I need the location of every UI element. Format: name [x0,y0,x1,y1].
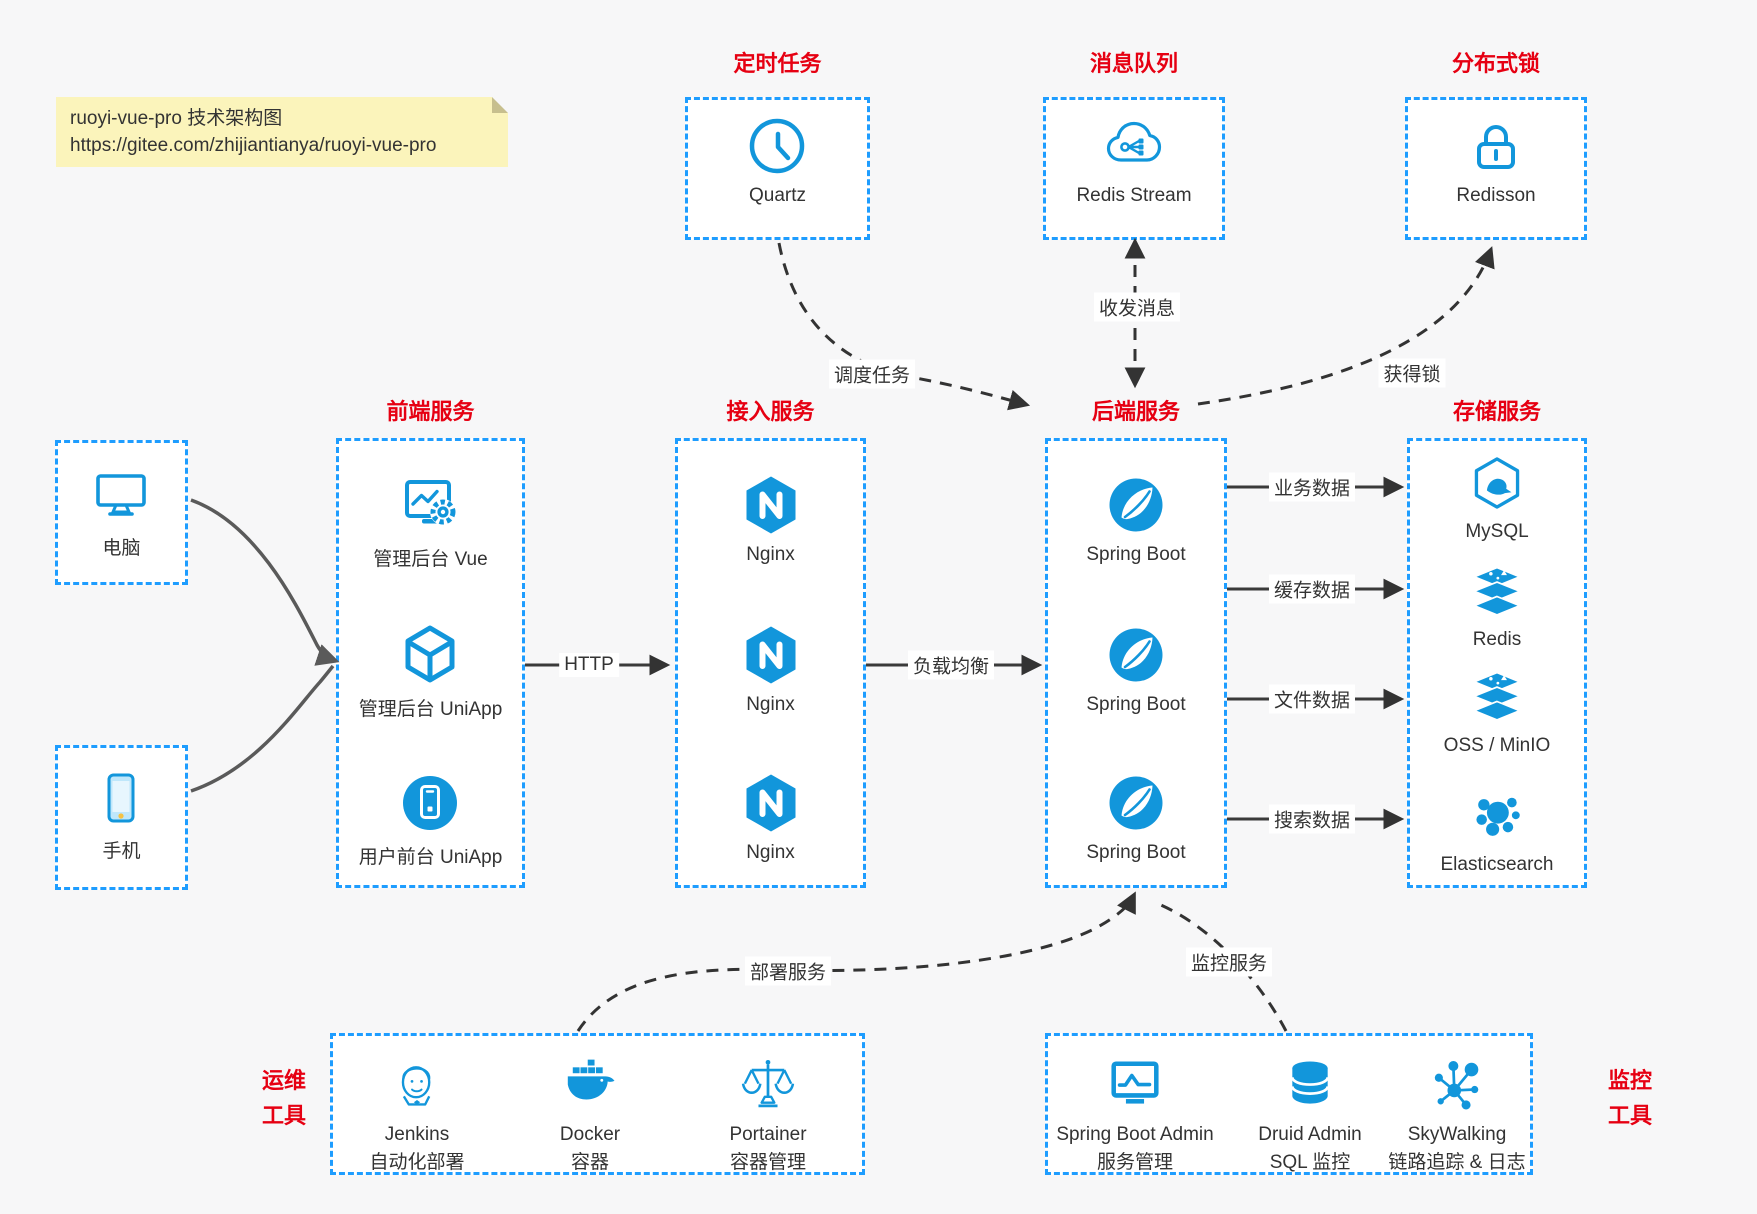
edge-label-deploy: 部署服务 [744,956,832,986]
group-title-scheduler: 定时任务 [733,51,822,76]
lock-icon [1464,114,1528,178]
monitor-item-name: Spring Boot Admin [1056,1124,1214,1145]
ops-group-label: 运维 工具 [261,1068,306,1128]
nginx-icon [739,473,803,537]
monitor-icon [89,463,153,527]
spring-boot-icon [1104,473,1168,537]
ops-item-desc: 容器 [570,1152,609,1173]
uniapp-cube-icon [398,623,462,687]
edge-label-file-data: 文件数据 [1268,684,1356,714]
edge-label-monitor: 监控服务 [1185,947,1273,977]
edge-label-acquire-lock: 获得锁 [1378,358,1446,388]
group-title-mq: 消息队列 [1089,51,1178,76]
edge-label-search-data: 搜索数据 [1268,804,1356,834]
mysql-icon [1469,455,1525,511]
skywalking-icon [1428,1056,1486,1114]
backend-item-label: Spring Boot [1086,694,1186,715]
clock-icon [745,114,809,178]
cloud-stream-icon [1102,114,1166,178]
edge-phone-to-frontend [190,664,335,793]
frontend-item-label: 管理后台 Vue [373,549,488,570]
monitor-item-name: Druid Admin [1258,1124,1362,1145]
user-app-icon [398,771,462,835]
edge-label-biz-data: 业务数据 [1268,472,1356,502]
edge-pc-to-frontend [190,498,340,666]
monitor-item-desc: SQL 监控 [1269,1152,1351,1173]
note-title: ruoyi-vue-pro 技术架构图 [70,108,283,129]
ops-item-name: Jenkins [384,1124,450,1145]
monitor-item-desc: 服务管理 [1096,1152,1173,1173]
backend-item-label: Spring Boot [1086,842,1186,863]
docker-icon [561,1056,619,1114]
phone-client-label: 手机 [102,841,141,862]
smartphone-icon [89,766,153,830]
edge-deploy [576,891,1136,1032]
spring-boot-icon [1104,771,1168,835]
ops-item-name: Docker [559,1124,621,1145]
backend-item-label: Spring Boot [1086,544,1186,565]
mq-box [1043,97,1225,240]
nginx-icon [739,623,803,687]
scheduler-item-label: Quartz [748,185,807,206]
vue-admin-icon [398,473,462,537]
column-title-access: 接入服务 [726,399,815,424]
edge-label-http: HTTP [559,653,619,677]
pc-client-label: 电脑 [102,538,141,559]
column-title-frontend: 前端服务 [386,399,475,424]
ops-item-desc: 自动化部署 [369,1152,465,1173]
edge-label-load-balance: 负载均衡 [907,650,995,680]
group-title-lock: 分布式锁 [1451,51,1540,76]
edge-label-message: 收发消息 [1093,292,1181,322]
ops-item-name: Portainer [729,1124,807,1145]
mq-item-label: Redis Stream [1076,185,1192,206]
column-title-backend: 后端服务 [1091,399,1180,424]
druid-icon [1281,1056,1339,1114]
storage-item-label: OSS / MinIO [1443,735,1551,756]
sticky-note: ruoyi-vue-pro 技术架构图 https://gitee.com/zh… [56,97,508,167]
monitor-group-label: 监控 工具 [1607,1068,1652,1128]
note-url: https://gitee.com/zhijiantianya/ruoyi-vu… [70,135,437,156]
monitor-box [1045,1033,1533,1175]
spring-boot-icon [1104,623,1168,687]
oss-minio-icon [1469,670,1525,726]
access-item-label: Nginx [746,694,795,715]
frontend-item-label: 用户前台 UniApp [358,847,503,868]
edge-label-cache-data: 缓存数据 [1268,574,1356,604]
edge-acquire-lock [1197,246,1495,406]
storage-item-label: MySQL [1465,521,1529,542]
storage-item-label: Redis [1472,629,1522,650]
access-item-label: Nginx [746,544,795,565]
monitor-item-desc: 链路追踪 & 日志 [1388,1152,1526,1173]
lock-item-label: Redisson [1456,185,1536,206]
storage-item-label: Elasticsearch [1440,854,1554,875]
portainer-icon [739,1056,797,1114]
nginx-icon [739,771,803,835]
redis-icon [1469,565,1525,621]
edge-label-schedule: 调度任务 [828,359,916,389]
frontend-item-label: 管理后台 UniApp [358,699,503,720]
ops-item-desc: 容器管理 [729,1152,806,1173]
elasticsearch-icon [1469,789,1525,845]
jenkins-icon [388,1056,446,1114]
monitor-item-name: SkyWalking [1407,1124,1507,1145]
column-title-storage: 存储服务 [1452,399,1541,424]
access-item-label: Nginx [746,842,795,863]
spring-boot-admin-icon [1106,1056,1164,1114]
